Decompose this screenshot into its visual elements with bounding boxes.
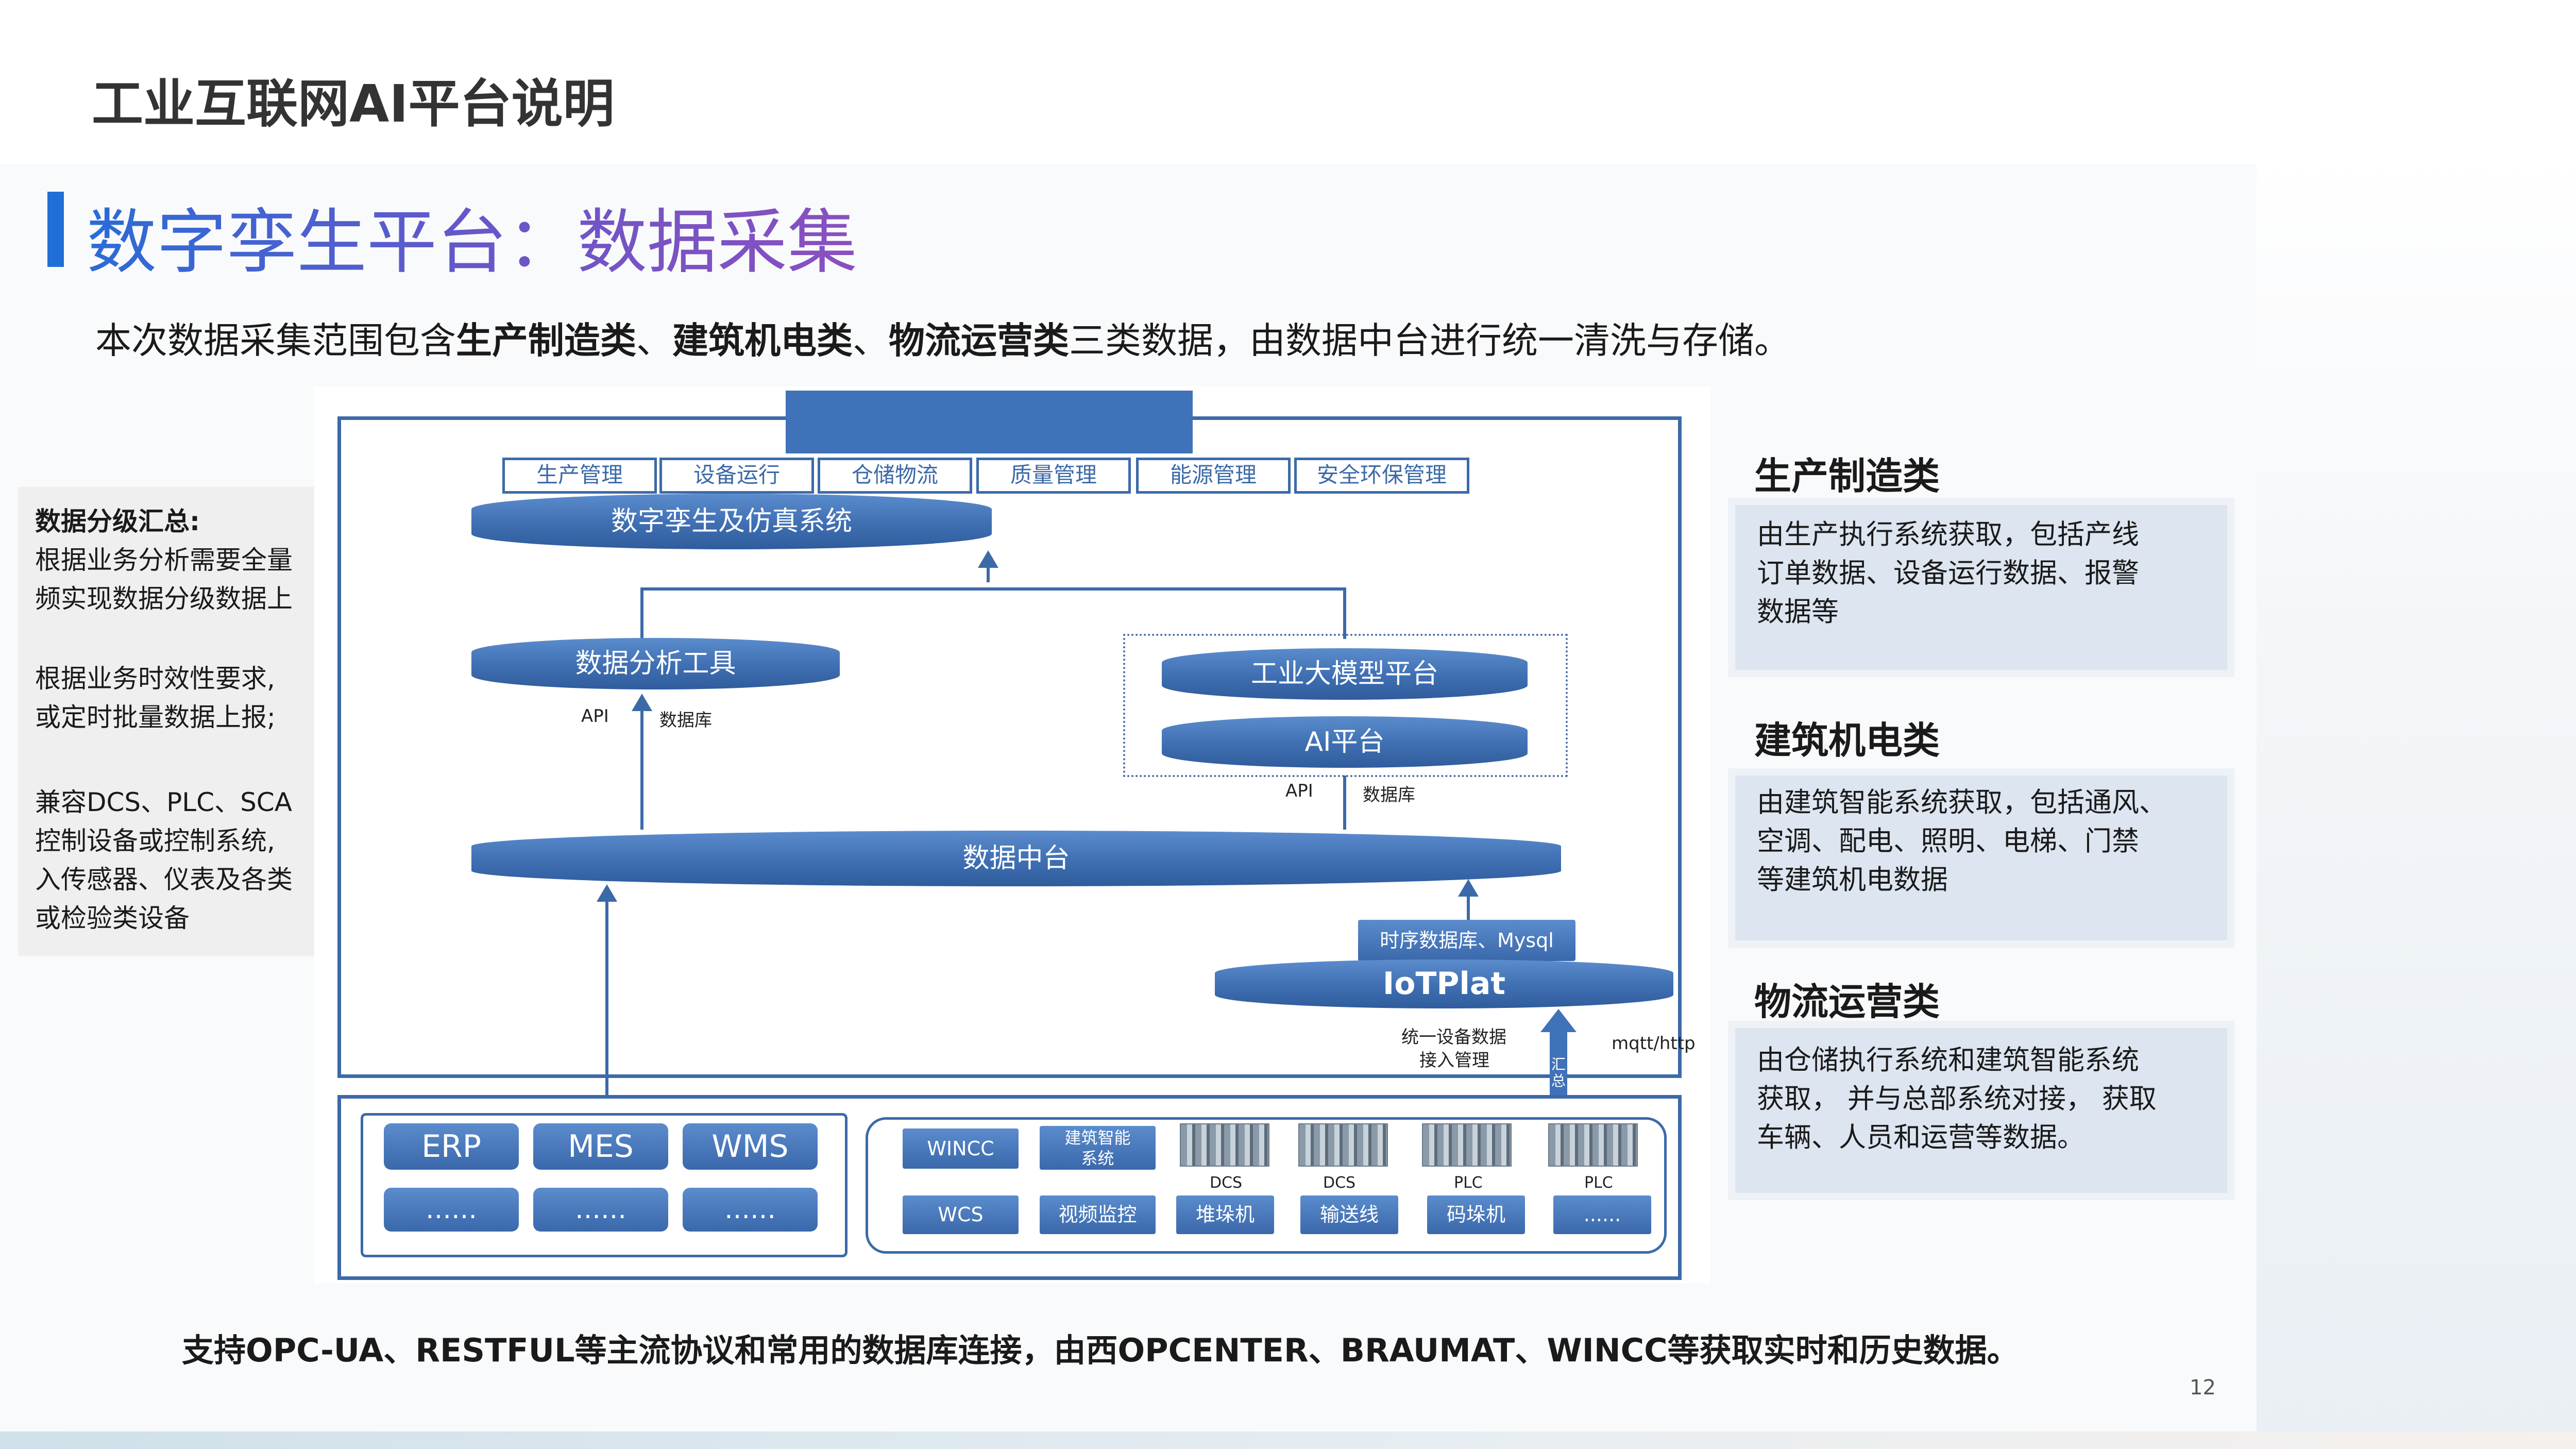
summary-arrow-label: 汇总 <box>1551 1056 1566 1089</box>
plc-device-icon <box>1548 1123 1638 1167</box>
page-title: 工业互联网AI平台说明 <box>92 74 615 134</box>
card-line: 由建筑智能系统获取，包括通风、 <box>1757 787 2166 818</box>
tab-production: 生产管理 <box>502 458 657 494</box>
tsdb-label: 时序数据库、Mysql <box>1358 920 1575 961</box>
plc-label: PLC <box>1454 1174 1483 1192</box>
wms-button: WMS <box>683 1123 818 1170</box>
tab-quality: 质量管理 <box>976 458 1131 494</box>
card-line: 获取， 并与总部系统对接， 获取 <box>1757 1083 2157 1115</box>
card-line: 由仓储执行系统和建筑智能系统 <box>1757 1044 2139 1076</box>
arrow-up <box>597 884 617 902</box>
summary-line: 控制设备或控制系统, <box>35 826 275 856</box>
dcs-device-icon <box>1180 1123 1269 1167</box>
summary-line: 或检验类设备 <box>35 903 190 933</box>
arrow-up <box>978 550 998 568</box>
video-monitor-button: 视频监控 <box>1040 1195 1156 1234</box>
device-mgmt-label: 接入管理 <box>1419 1050 1489 1071</box>
more-button: …… <box>384 1188 519 1232</box>
dcs-label: DCS <box>1323 1174 1356 1192</box>
category-card-production: 由生产执行系统获取，包括产线 订单数据、设备运行数据、报警 数据等 <box>1735 505 2227 670</box>
mqtt-label: mqtt/http <box>1612 1033 1696 1054</box>
card-line: 订单数据、设备运行数据、报警 <box>1757 558 2139 589</box>
api-label: API <box>1285 781 1313 801</box>
wcs-button: WCS <box>903 1195 1019 1234</box>
summary-line: 根据业务时效性要求, <box>35 664 275 694</box>
summary-line: 或定时批量数据上报; <box>35 702 276 732</box>
plc-label: PLC <box>1584 1174 1613 1192</box>
iotplat-layer: IoTPlat <box>1215 959 1673 1008</box>
summary-panel: 数据分级汇总: 根据业务分析需要全量 频实现数据分级数据上 根据业务时效性要求,… <box>18 487 314 956</box>
category-card-logistics: 由仓储执行系统和建筑智能系统 获取， 并与总部系统对接， 获取 车辆、人员和运营… <box>1735 1028 2227 1193</box>
device-mgmt-label: 统一设备数据 <box>1401 1027 1506 1048</box>
connector <box>640 706 643 830</box>
wincc-button: WINCC <box>903 1128 1019 1169</box>
bottom-decoration <box>0 1431 2576 1449</box>
more-button: …… <box>533 1188 668 1232</box>
summary-line: 兼容DCS、PLC、SCA <box>35 787 292 817</box>
ai-platform-layer: AI平台 <box>1162 716 1528 768</box>
arrow-up <box>632 694 652 711</box>
palletizer-button: 码垛机 <box>1427 1195 1525 1234</box>
summary-title: 数据分级汇总: <box>35 507 200 536</box>
more-device-button: ...... <box>1553 1195 1651 1234</box>
arrow-up <box>1458 879 1479 897</box>
analysis-tool-layer: 数据分析工具 <box>471 638 840 689</box>
database-label: 数据库 <box>659 710 712 731</box>
connector <box>640 587 643 639</box>
more-button: …… <box>683 1188 818 1232</box>
connector <box>1343 776 1346 830</box>
dcs-device-icon <box>1298 1123 1388 1167</box>
dcs-label: DCS <box>1210 1174 1243 1192</box>
card-line: 由生产执行系统获取，包括产线 <box>1757 519 2139 550</box>
page-number: 12 <box>2190 1376 2216 1400</box>
twin-system-layer: 数字孪生及仿真系统 <box>471 494 992 549</box>
connector <box>640 587 1346 591</box>
tab-safety: 安全环保管理 <box>1294 458 1469 494</box>
background-gradient <box>2257 155 2576 1449</box>
tab-logistics: 仓储物流 <box>818 458 972 494</box>
erp-button: ERP <box>384 1123 519 1170</box>
api-label: API <box>581 706 609 727</box>
section-accent-bar <box>47 192 64 267</box>
card-line: 数据等 <box>1757 596 1839 628</box>
database-label: 数据库 <box>1363 785 1415 805</box>
connector <box>605 896 608 1107</box>
category-heading-production: 生产制造类 <box>1754 454 1940 498</box>
summary-arrow-icon <box>1540 1009 1577 1117</box>
connector <box>987 562 990 582</box>
data-middle-layer: 数据中台 <box>471 831 1561 886</box>
summary-line: 频实现数据分级数据上 <box>35 584 293 614</box>
section-title: 数字孪生平台：数据采集 <box>87 186 857 287</box>
summary-line: 根据业务分析需要全量 <box>35 545 293 575</box>
mes-button: MES <box>533 1123 668 1170</box>
card-line: 空调、配电、照明、电梯、门禁 <box>1757 825 2139 857</box>
category-heading-logistics: 物流运营类 <box>1754 980 1940 1023</box>
card-line: 等建筑机电数据 <box>1757 864 1948 896</box>
category-card-building: 由建筑智能系统获取，包括通风、 空调、配电、照明、电梯、门禁 等建筑机电数据 <box>1735 776 2227 940</box>
category-heading-building: 建筑机电类 <box>1754 719 1940 762</box>
summary-line: 入传感器、仪表及各类 <box>35 865 293 895</box>
llm-platform-layer: 工业大模型平台 <box>1162 648 1528 700</box>
connector <box>1343 587 1346 639</box>
footer-note: 支持OPC-UA、RESTFUL等主流协议和常用的数据库连接，由西OPCENTE… <box>182 1332 2019 1369</box>
connector <box>1467 890 1470 921</box>
top-banner <box>786 391 1193 453</box>
building-system-button: 建筑智能系统 <box>1040 1126 1156 1170</box>
tab-energy: 能源管理 <box>1136 458 1291 494</box>
conveyor-button: 输送线 <box>1300 1195 1398 1234</box>
stacker-button: 堆垛机 <box>1176 1195 1274 1234</box>
intro-text: 本次数据采集范围包含生产制造类、建筑机电类、物流运营类三类数据，由数据中台进行统… <box>95 319 1790 362</box>
plc-device-icon <box>1422 1123 1512 1167</box>
tab-equipment: 设备运行 <box>659 458 814 494</box>
card-line: 车辆、人员和运营等数据。 <box>1757 1122 2084 1153</box>
